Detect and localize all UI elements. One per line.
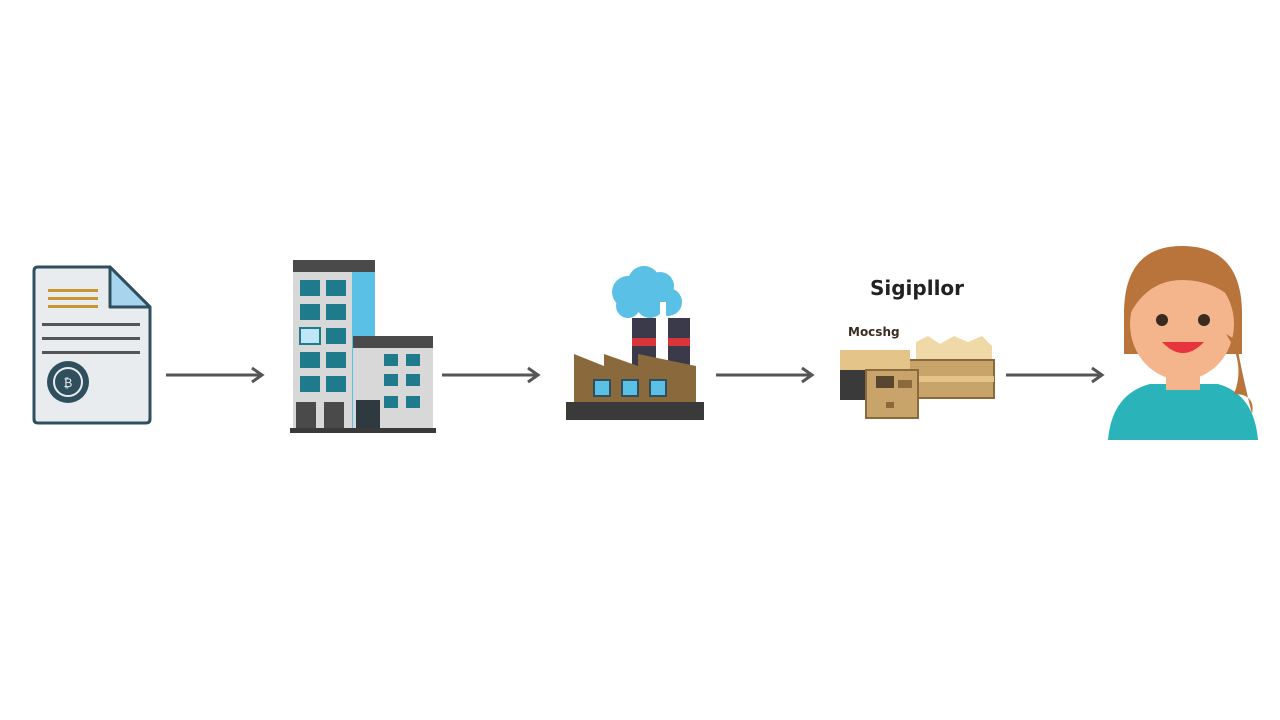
- boxes-icon: [836, 336, 998, 422]
- supplier-label: Sigipllor: [869, 276, 965, 300]
- arrow-icon: [166, 366, 265, 384]
- document-icon: ₿: [30, 265, 154, 425]
- svg-text:₿: ₿: [64, 376, 73, 390]
- box-label: Mocshg: [848, 325, 900, 339]
- arrow-icon: [1006, 366, 1105, 384]
- person-icon: [1106, 244, 1260, 444]
- office-building-icon: [290, 256, 436, 434]
- arrow-icon: [442, 366, 541, 384]
- arrow-icon: [716, 366, 815, 384]
- factory-icon: [564, 262, 706, 424]
